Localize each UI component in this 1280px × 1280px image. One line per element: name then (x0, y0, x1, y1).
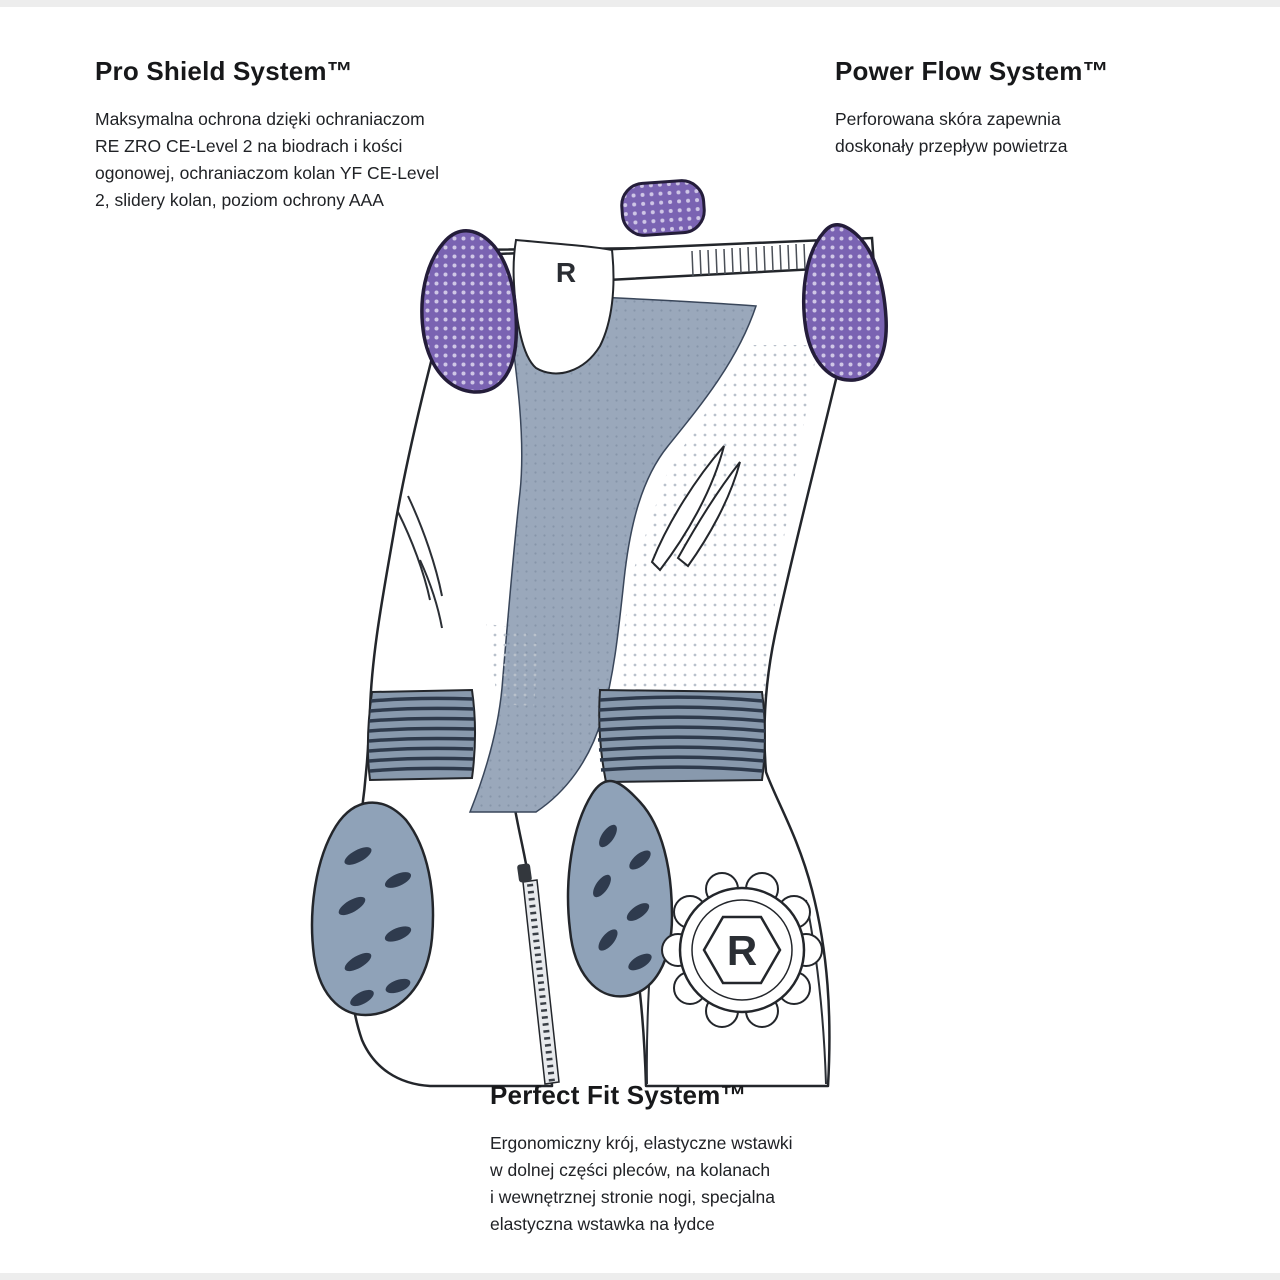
knee-slider-left (310, 801, 435, 1017)
pro-shield-desc-line: ogonowej, ochraniaczom kolan YF CE-Level (95, 163, 440, 183)
feature-perfect-fit: Perfect Fit System™ Ergonomiczny krój, e… (490, 1080, 920, 1238)
rib-panel-left (366, 688, 476, 782)
perfect-fit-desc-line: i wewnętrznej stronie nogi, specjalna (490, 1187, 776, 1207)
letterbox-top (0, 0, 1280, 7)
zipper-pull (517, 863, 532, 883)
rebelhorn-brand-mark: R (556, 257, 576, 288)
knee-logo-patch: R (661, 872, 823, 1028)
perfect-fit-desc-line: elastyczna wstawka na łydce (490, 1214, 715, 1234)
hip-protector-left (420, 229, 519, 394)
patch-letter: R (727, 927, 757, 974)
crease-lines-left-thigh (397, 495, 443, 629)
pro-shield-desc-line: RE ZRO CE-Level 2 na biodrach i kości (95, 136, 403, 156)
knee-slider-right (566, 779, 674, 998)
perfect-fit-title: Perfect Fit System™ (490, 1080, 747, 1110)
rib-panel-right (597, 688, 766, 784)
feature-pro-shield: Pro Shield System™ Maksymalna ochrona dz… (95, 56, 535, 214)
pro-shield-desc-line: 2, slidery kolan, poziom ochrony AAA (95, 190, 384, 210)
feature-power-flow: Power Flow System™ Perforowana skóra zap… (835, 56, 1205, 160)
zipper (517, 863, 560, 1085)
tailbone-protector (620, 179, 706, 237)
power-flow-desc-line: Perforowana skóra zapewnia (835, 109, 1061, 129)
pro-shield-title: Pro Shield System™ (95, 56, 353, 86)
crease-lines-right-thigh (650, 445, 741, 572)
hip-protector-right (802, 223, 888, 382)
front-panel: R (512, 238, 615, 375)
perforated-leather-area (486, 345, 818, 706)
power-flow-title: Power Flow System™ (835, 56, 1109, 86)
perfect-fit-desc-line: Ergonomiczny krój, elastyczne wstawki (490, 1133, 793, 1153)
perfect-fit-desc-line: w dolnej części pleców, na kolanach (490, 1160, 771, 1180)
letterbox-bottom (0, 1273, 1280, 1280)
power-flow-desc-line: doskonały przepływ powietrza (835, 136, 1068, 156)
patch-hexagon (702, 915, 782, 985)
pro-shield-desc-line: Maksymalna ochrona dzięki ochraniaczom (95, 109, 425, 129)
waistband-ribbing (691, 243, 806, 277)
